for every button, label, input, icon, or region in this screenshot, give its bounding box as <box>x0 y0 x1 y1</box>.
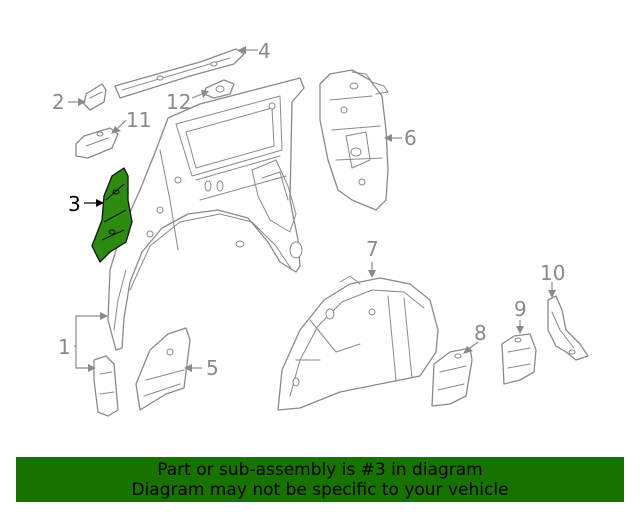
part-8-bracket[interactable] <box>431 347 473 407</box>
part-3-highlighted[interactable] <box>91 167 133 263</box>
part-12-clip[interactable] <box>203 79 235 99</box>
banner-line-1: Part or sub-assembly is #3 in diagram <box>157 460 483 480</box>
info-banner: Part or sub-assembly is #3 in diagram Di… <box>16 457 624 502</box>
callout-7: 7 <box>366 237 379 261</box>
callout-5: 5 <box>206 356 219 380</box>
callout-1: 1 <box>58 335 71 359</box>
leader-lines <box>68 46 556 372</box>
part-7-wheelhouse[interactable] <box>277 275 439 411</box>
part-4-roof-rail[interactable] <box>114 48 245 99</box>
part-2-bracket[interactable] <box>83 83 107 111</box>
callout-2: 2 <box>52 90 65 114</box>
callout-6: 6 <box>404 126 417 150</box>
callout-4: 4 <box>258 39 271 63</box>
part-11-reinforcement[interactable] <box>75 127 119 159</box>
parts-diagram: 4 2 12 11 3 6 7 1 5 8 9 10 <box>52 39 589 417</box>
quarter-inner-panel[interactable] <box>107 77 305 351</box>
part-9-bracket[interactable] <box>501 333 537 385</box>
banner-line-2: Diagram may not be specific to your vehi… <box>131 480 509 500</box>
callout-8: 8 <box>474 321 487 345</box>
part-1-lower-bracket[interactable] <box>93 355 119 417</box>
callout-labels: 4 2 12 11 3 6 7 1 5 8 9 10 <box>52 39 565 380</box>
part-6-rear-pillar[interactable] <box>319 69 389 211</box>
callout-11: 11 <box>126 108 151 132</box>
callout-10: 10 <box>540 261 565 285</box>
part-10-bracket[interactable] <box>547 295 589 361</box>
callout-3: 3 <box>68 192 81 216</box>
callout-12: 12 <box>166 90 191 114</box>
callout-9: 9 <box>514 297 527 321</box>
part-5-lower-panel[interactable] <box>135 327 191 411</box>
